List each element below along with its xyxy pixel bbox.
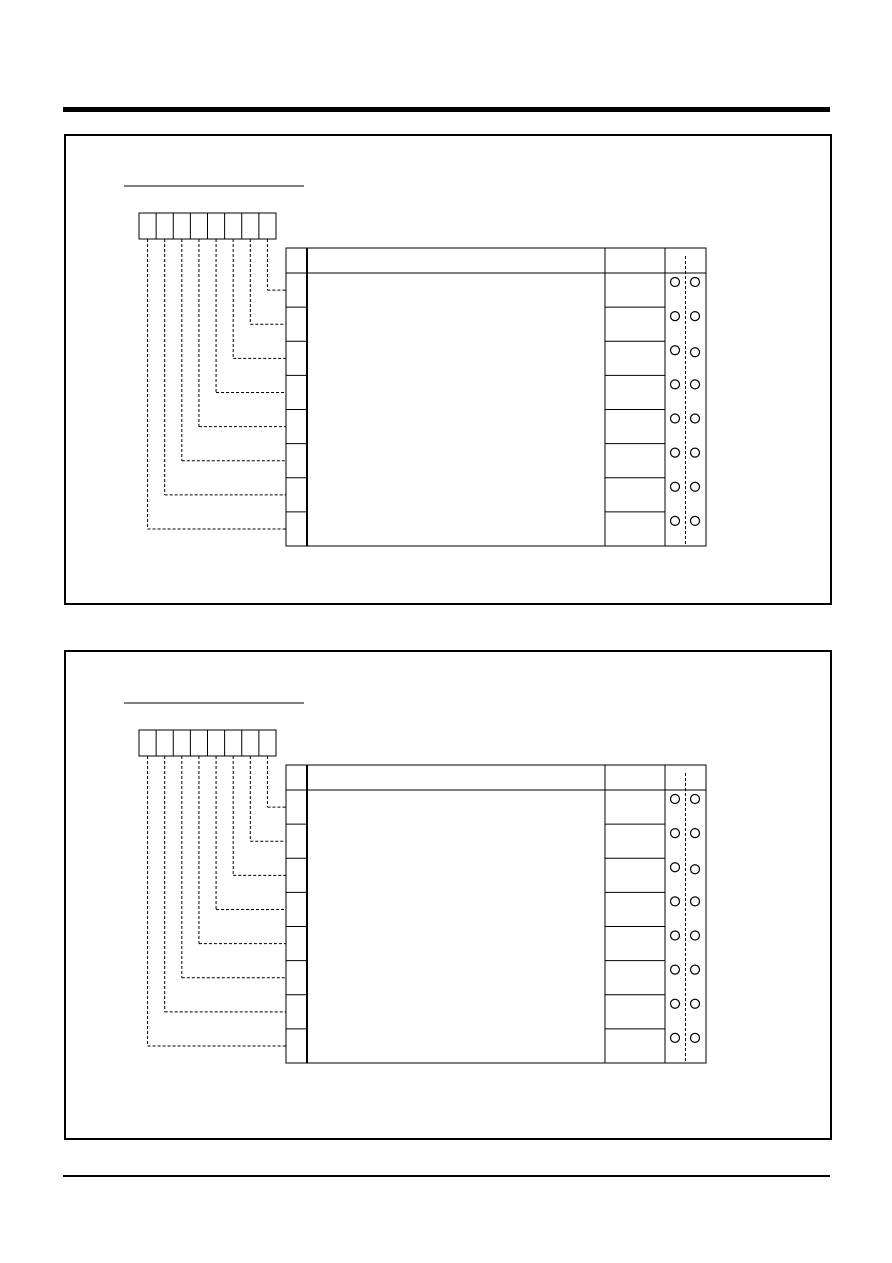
option-b-circle-icon[interactable] bbox=[689, 1032, 701, 1043]
option-a-circle-icon[interactable] bbox=[669, 311, 681, 322]
option-a-circle-icon[interactable] bbox=[669, 1032, 681, 1043]
diagram-panel-1 bbox=[64, 134, 832, 605]
option-a-circle-icon[interactable] bbox=[669, 481, 681, 492]
option-b-circle-icon[interactable] bbox=[689, 896, 701, 907]
option-b-circle-icon[interactable] bbox=[689, 481, 701, 492]
option-b-circle-icon[interactable] bbox=[689, 347, 701, 358]
option-b-circle-icon[interactable] bbox=[689, 998, 701, 1009]
option-b-circle-icon[interactable] bbox=[689, 447, 701, 458]
option-b-circle-icon[interactable] bbox=[689, 413, 701, 424]
option-b-circle-icon[interactable] bbox=[689, 964, 701, 975]
option-a-circle-icon[interactable] bbox=[669, 828, 681, 839]
option-b-circle-icon[interactable] bbox=[689, 793, 701, 805]
option-b-circle-icon[interactable] bbox=[689, 515, 701, 526]
option-a-circle-icon[interactable] bbox=[669, 379, 681, 390]
option-b-circle-icon[interactable] bbox=[689, 311, 701, 322]
option-a-circle-icon[interactable] bbox=[669, 276, 681, 288]
option-b-circle-icon[interactable] bbox=[689, 379, 701, 390]
option-b-circle-icon[interactable] bbox=[689, 828, 701, 839]
option-a-circle-icon[interactable] bbox=[669, 998, 681, 1009]
option-a-circle-icon[interactable] bbox=[669, 515, 681, 526]
option-a-circle-icon[interactable] bbox=[669, 345, 681, 356]
option-a-circle-icon[interactable] bbox=[669, 447, 681, 458]
option-a-circle-icon[interactable] bbox=[669, 930, 681, 941]
header-rule bbox=[63, 107, 830, 112]
footer-rule bbox=[63, 1175, 830, 1177]
option-b-circle-icon[interactable] bbox=[689, 930, 701, 941]
diagram-panel-2 bbox=[64, 650, 832, 1140]
option-a-circle-icon[interactable] bbox=[669, 896, 681, 907]
option-b-circle-icon[interactable] bbox=[689, 276, 701, 288]
option-a-circle-icon[interactable] bbox=[669, 413, 681, 424]
option-a-circle-icon[interactable] bbox=[669, 964, 681, 975]
option-b-circle-icon[interactable] bbox=[689, 864, 701, 875]
option-a-circle-icon[interactable] bbox=[669, 862, 681, 873]
option-a-circle-icon[interactable] bbox=[669, 793, 681, 805]
